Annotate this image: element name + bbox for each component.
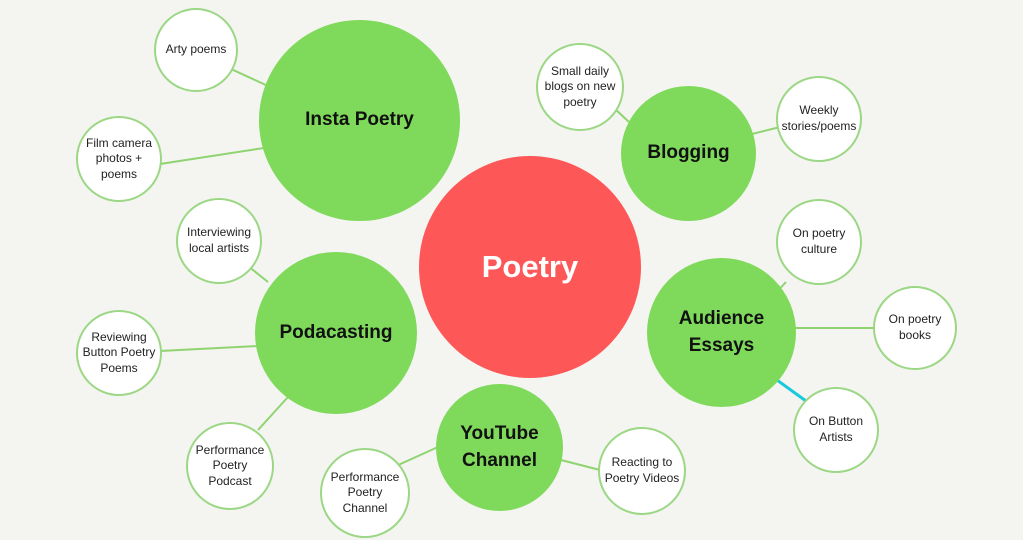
subtopic-film-camera-photos: Film camera photos + poems	[76, 116, 162, 202]
subtopic-label: On Button Artists	[808, 414, 864, 444]
subtopic-label: Weekly stories/poems	[781, 103, 857, 133]
topic-audience-essays-label: Audience Essays	[678, 307, 765, 356]
subtopic-performance-poetry-podcast: Performance Poetry Podcast	[186, 422, 274, 510]
topic-youtube-channel: YouTube Channel	[436, 384, 563, 511]
subtopic-small-daily-blogs: Small daily blogs on new poetry	[536, 43, 624, 131]
subtopic-label: Reviewing Button Poetry Poems	[82, 329, 156, 375]
subtopic-label: Performance Poetry Channel	[330, 469, 400, 515]
connector-youtube-performance	[395, 446, 439, 467]
subtopic-label: Reacting to Poetry Videos	[604, 455, 680, 485]
topic-blogging: Blogging	[621, 86, 756, 221]
subtopic-reacting-to-poetry-videos: Reacting to Poetry Videos	[598, 427, 686, 515]
topic-insta-poetry-label: Insta Poetry	[305, 109, 414, 131]
subtopic-arty-poems: Arty poems	[154, 8, 238, 92]
connector-insta-film	[159, 147, 265, 165]
connector-podcasting-performance	[257, 396, 289, 431]
subtopic-label: On poetry books	[888, 312, 942, 342]
subtopic-performance-poetry-channel: Performance Poetry Channel	[320, 448, 410, 538]
connector-youtube-reacting	[560, 459, 601, 471]
subtopic-label: On poetry culture	[792, 226, 846, 256]
subtopic-weekly-stories: Weekly stories/poems	[776, 76, 862, 162]
subtopic-label: Arty poems	[165, 42, 227, 57]
subtopic-on-poetry-culture: On poetry culture	[776, 199, 862, 285]
topic-youtube-channel-label: YouTube Channel	[460, 422, 539, 471]
connector-blogging-weekly	[751, 126, 781, 135]
topic-podcasting: Podacasting	[255, 252, 417, 414]
subtopic-label: Interviewing local artists	[186, 225, 252, 255]
central-topic-label: Poetry	[481, 249, 579, 284]
subtopic-on-poetry-books: On poetry books	[873, 286, 957, 370]
connector-podcasting-reviewing	[159, 345, 259, 352]
subtopic-on-button-artists: On Button Artists	[793, 387, 879, 473]
topic-insta-poetry: Insta Poetry	[259, 20, 460, 221]
central-topic-poetry: Poetry	[419, 156, 641, 378]
subtopic-label: Film camera photos + poems	[85, 135, 152, 181]
subtopic-interviewing-local-artists: Interviewing local artists	[176, 198, 262, 284]
topic-blogging-label: Blogging	[647, 142, 730, 164]
topic-audience-essays: Audience Essays	[647, 258, 796, 407]
subtopic-label: Performance Poetry Podcast	[195, 442, 265, 488]
topic-podcasting-label: Podacasting	[279, 321, 393, 343]
subtopic-label: Small daily blogs on new poetry	[544, 63, 616, 109]
connector-insta-arty	[230, 68, 269, 87]
subtopic-reviewing-button-poetry: Reviewing Button Poetry Poems	[76, 310, 162, 396]
